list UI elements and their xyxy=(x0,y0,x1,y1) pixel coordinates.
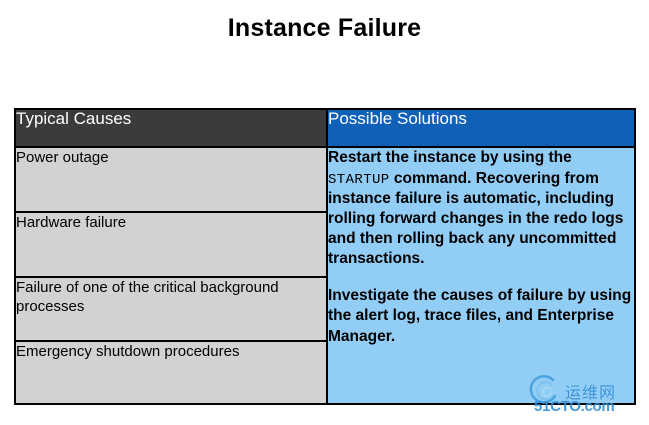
page-title: Instance Failure xyxy=(227,14,422,42)
solution-text-before-code: Restart the instance by using the xyxy=(328,149,572,167)
cause-item-hardware-failure: Hardware failure xyxy=(14,211,328,278)
solution-text-after-code: command. Recovering from instance failur… xyxy=(328,169,624,268)
table-row: Failure of one of the critical backgroun… xyxy=(14,275,635,343)
table-header-row: Typical Causes Possible Solutions xyxy=(14,107,636,149)
table-row: Hardware failure xyxy=(14,211,635,278)
startup-command-code: STARTUP xyxy=(328,171,390,188)
cause-item-background-process-failure: Failure of one of the critical backgroun… xyxy=(14,275,328,343)
cause-item-power-outage: Power outage xyxy=(14,146,328,214)
column-header-possible-solutions: Possible Solutions xyxy=(326,107,636,149)
solution-cell: Restart the instance by using the STARTU… xyxy=(326,146,636,405)
instance-failure-table: Typical Causes Possible Solutions Power … xyxy=(14,107,636,405)
solution-paragraph-2: Investigate the causes of failure by usi… xyxy=(328,287,632,345)
cause-item-emergency-shutdown: Emergency shutdown procedures xyxy=(14,340,328,405)
table-row: Emergency shutdown procedures xyxy=(14,340,635,405)
solution-paragraph-1: Restart the instance by using the STARTU… xyxy=(328,148,634,269)
paragraph-spacer xyxy=(328,269,634,286)
table-row: Power outage Restart the instance by usi… xyxy=(14,146,636,405)
column-header-typical-causes: Typical Causes xyxy=(14,107,328,149)
